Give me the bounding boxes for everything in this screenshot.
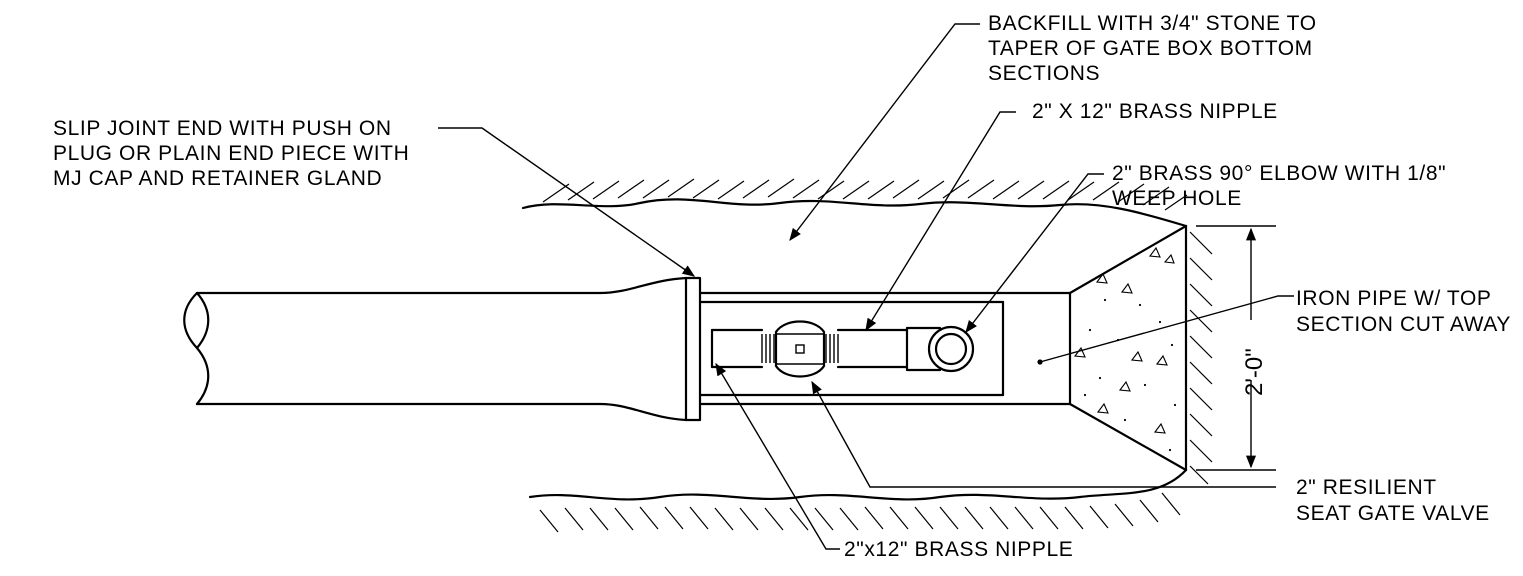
label-nipple-bottom-line-1: 2"x12" BRASS NIPPLE — [844, 538, 1073, 561]
gate-box — [698, 224, 1188, 472]
label-nipple-top: 2" X 12" BRASS NIPPLE — [1032, 100, 1278, 123]
label-iron-pipe-line-1: IRON PIPE W/ TOP — [1296, 287, 1492, 310]
top-soil-hatch — [542, 178, 1188, 211]
label-elbow: 2" BRASS 90° ELBOW WITH 1/8" WEEP HOLE — [1112, 162, 1446, 210]
label-elbow-line-1: 2" BRASS 90° ELBOW WITH 1/8" — [1112, 162, 1446, 185]
dimension-2ft: 2'-0" — [1196, 225, 1276, 471]
label-iron-pipe-line-2: SECTION CUT AWAY — [1296, 313, 1511, 336]
excavation-outline — [521, 198, 1188, 501]
label-backfill-line-1: BACKFILL WITH 3/4" STONE TO — [988, 12, 1317, 35]
dimension-text: 2'-0" — [1241, 348, 1268, 396]
iron-pipe — [183, 276, 702, 422]
label-elbow-line-2: WEEP HOLE — [1112, 187, 1242, 210]
label-slip-joint-line-1: SLIP JOINT END WITH PUSH ON — [53, 117, 392, 140]
label-gate-valve-line-1: 2" RESILIENT — [1296, 476, 1437, 499]
bottom-soil-hatch — [539, 492, 1181, 533]
right-soil-hatch — [1189, 231, 1213, 485]
label-nipple-bottom: 2"x12" BRASS NIPPLE — [844, 538, 1073, 561]
label-gate-valve: 2" RESILIENT SEAT GATE VALVE — [1296, 476, 1490, 525]
label-slip-joint-line-2: PLUG OR PLAIN END PIECE WITH — [53, 142, 409, 165]
label-iron-pipe: IRON PIPE W/ TOP SECTION CUT AWAY — [1296, 287, 1511, 336]
label-slip-joint: SLIP JOINT END WITH PUSH ON PLUG OR PLAI… — [53, 117, 409, 190]
brass-piping — [710, 320, 975, 378]
label-backfill: BACKFILL WITH 3/4" STONE TO TAPER OF GAT… — [988, 12, 1317, 85]
label-gate-valve-line-2: SEAT GATE VALVE — [1296, 502, 1490, 525]
label-backfill-line-2: TAPER OF GATE BOX BOTTOM — [988, 37, 1313, 60]
label-slip-joint-line-3: MJ CAP AND RETAINER GLAND — [53, 167, 382, 190]
label-backfill-line-3: SECTIONS — [988, 62, 1100, 85]
leader-lines — [438, 23, 1294, 550]
label-nipple-top-line-1: 2" X 12" BRASS NIPPLE — [1032, 100, 1278, 123]
concrete-stipple — [1073, 246, 1177, 452]
